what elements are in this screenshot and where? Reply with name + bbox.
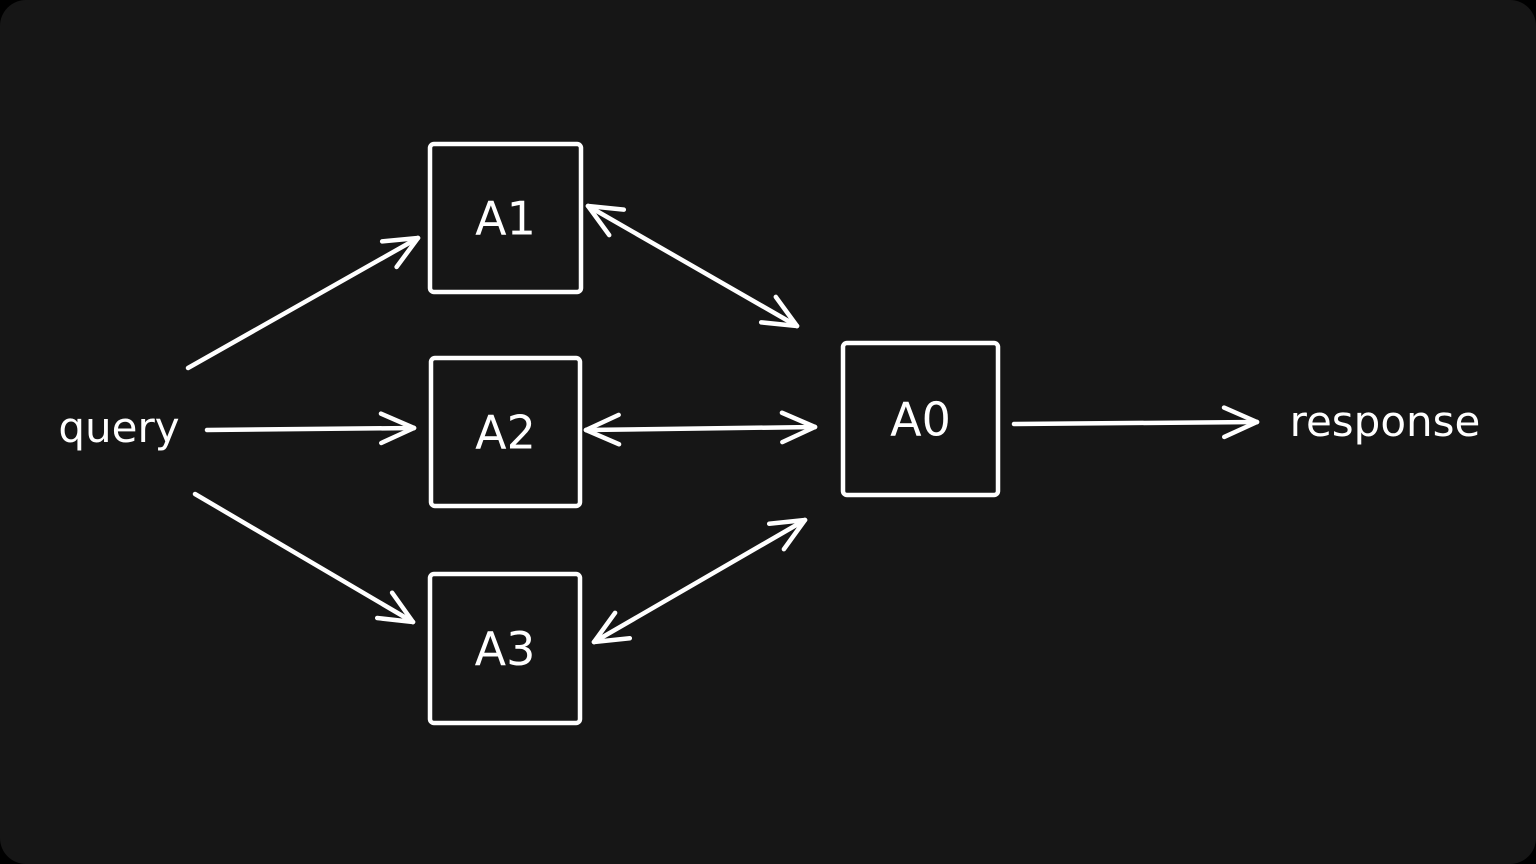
arrowhead: [394, 235, 421, 270]
edge-line: [192, 491, 416, 625]
edge-line: [1011, 419, 1260, 427]
node-a1-box: [427, 141, 584, 295]
node-a0-box: [840, 340, 1001, 498]
arrowhead: [773, 294, 800, 329]
node-a2-label: A2: [475, 406, 536, 460]
node-a3: A3: [427, 571, 583, 726]
edge-line: [585, 203, 800, 329]
edge-a0-to-response: [1011, 405, 1260, 440]
edge-a3-a0: [591, 517, 808, 645]
arrowhead: [779, 410, 818, 430]
arrowhead: [379, 425, 417, 446]
arrowhead: [591, 636, 633, 645]
edge-a2-a0: [583, 410, 818, 447]
arrowhead: [378, 411, 417, 431]
arrowhead: [585, 203, 612, 238]
arrowhead: [583, 427, 622, 447]
arrowhead: [1221, 405, 1260, 425]
arrowhead: [379, 235, 421, 244]
arrowhead: [585, 203, 627, 212]
edge-query-to-a1: [185, 235, 421, 371]
edge-line: [204, 425, 417, 433]
arrowhead: [591, 610, 618, 645]
arrowhead: [583, 412, 621, 433]
edge-line: [583, 424, 818, 433]
arrowhead: [781, 517, 808, 552]
edge-a1-a0: [585, 203, 800, 329]
label-query: query: [58, 403, 179, 452]
node-a1-label: A1: [475, 192, 536, 246]
arrowhead: [389, 590, 416, 625]
node-a0: A0: [840, 340, 1001, 498]
arrowhead: [758, 320, 800, 329]
node-a1: A1: [427, 141, 584, 295]
node-a3-label: A3: [475, 622, 536, 676]
arrowhead: [374, 615, 416, 625]
arrowhead: [780, 424, 818, 445]
node-a0-label: A0: [890, 393, 951, 447]
edge-query-to-a3: [192, 491, 416, 625]
arrowhead: [1222, 419, 1260, 440]
node-a3-box: [427, 571, 583, 726]
edge-query-to-a2: [204, 411, 417, 446]
arrowhead: [766, 517, 808, 526]
edge-line: [185, 235, 421, 371]
edge-line: [591, 517, 808, 645]
label-response: response: [1290, 397, 1481, 446]
node-a2-box: [428, 355, 583, 509]
node-a2: A2: [428, 355, 583, 509]
